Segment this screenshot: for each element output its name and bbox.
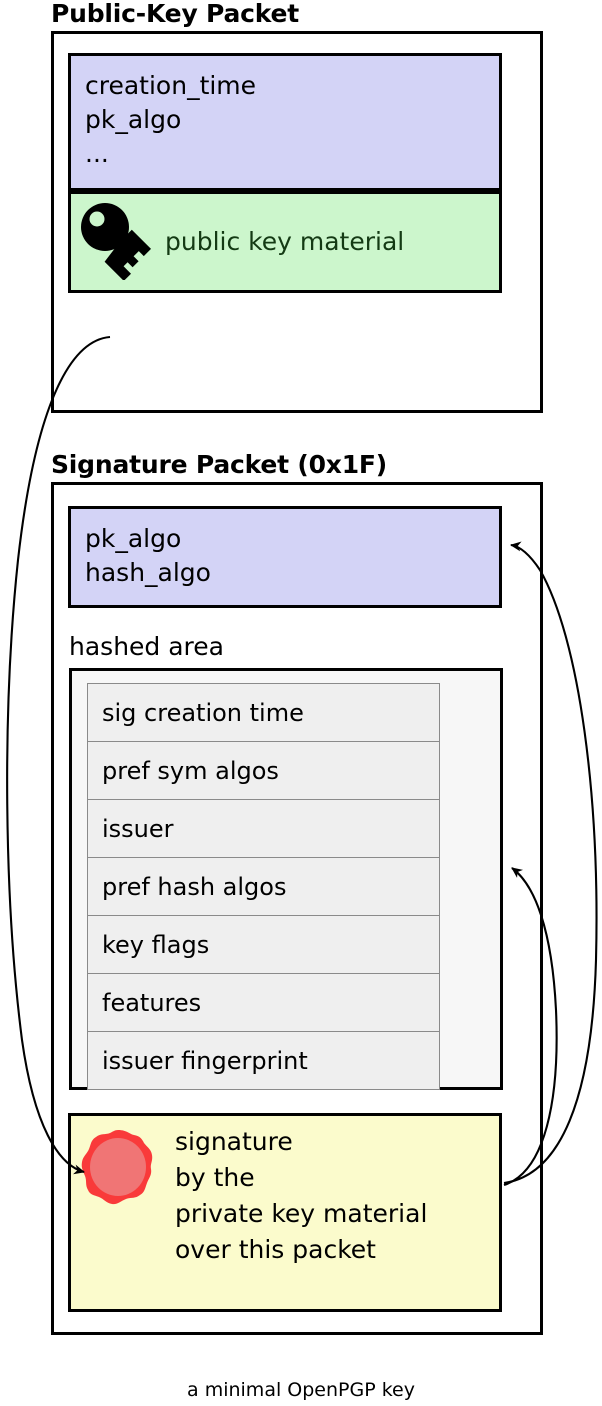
wax-seal-icon	[79, 1128, 157, 1212]
subpacket-label: key flags	[102, 930, 210, 959]
subpacket-row: pref hash algos	[88, 858, 439, 916]
signature-algo-fields-text: pk_algo hash_algo	[85, 524, 211, 587]
subpacket-row: sig creation time	[88, 684, 439, 742]
subpacket-row: features	[88, 974, 439, 1032]
hashed-area-label: hashed area	[69, 632, 224, 661]
public-key-material-label: public key material	[165, 227, 405, 256]
subpacket-row: key flags	[88, 916, 439, 974]
subpacket-row: issuer	[88, 800, 439, 858]
subpacket-row: issuer fingerprint	[88, 1032, 439, 1090]
signature-packet-title: Signature Packet (0x1F)	[51, 450, 388, 479]
subpacket-label: pref sym algos	[102, 756, 279, 785]
signature-block-text: signature by the private key material ov…	[175, 1127, 428, 1264]
subpacket-label: sig creation time	[102, 698, 304, 727]
subpacket-label: features	[102, 988, 202, 1017]
public-key-header-fields-text: creation_time pk_algo ...	[85, 71, 257, 168]
hashed-area-box: sig creation time pref sym algos issuer pre…	[69, 668, 503, 1090]
signature-block-box: signature by the private key material ov…	[68, 1113, 502, 1312]
subpacket-row: pref sym algos	[88, 742, 439, 800]
key-icon	[79, 200, 153, 284]
diagram-caption: a minimal OpenPGP key	[187, 1379, 415, 1401]
public-key-packet-title: Public-Key Packet	[51, 0, 300, 28]
public-key-header-fields-box: creation_time pk_algo ...	[68, 53, 502, 191]
public-key-material-box: public key material	[68, 191, 502, 293]
subpacket-label: issuer	[102, 814, 174, 843]
signature-algo-fields-box: pk_algo hash_algo	[68, 506, 502, 608]
subpacket-list: sig creation time pref sym algos issuer pre…	[87, 683, 440, 1090]
subpacket-label: pref hash algos	[102, 872, 287, 901]
subpacket-label: issuer fingerprint	[102, 1046, 308, 1075]
